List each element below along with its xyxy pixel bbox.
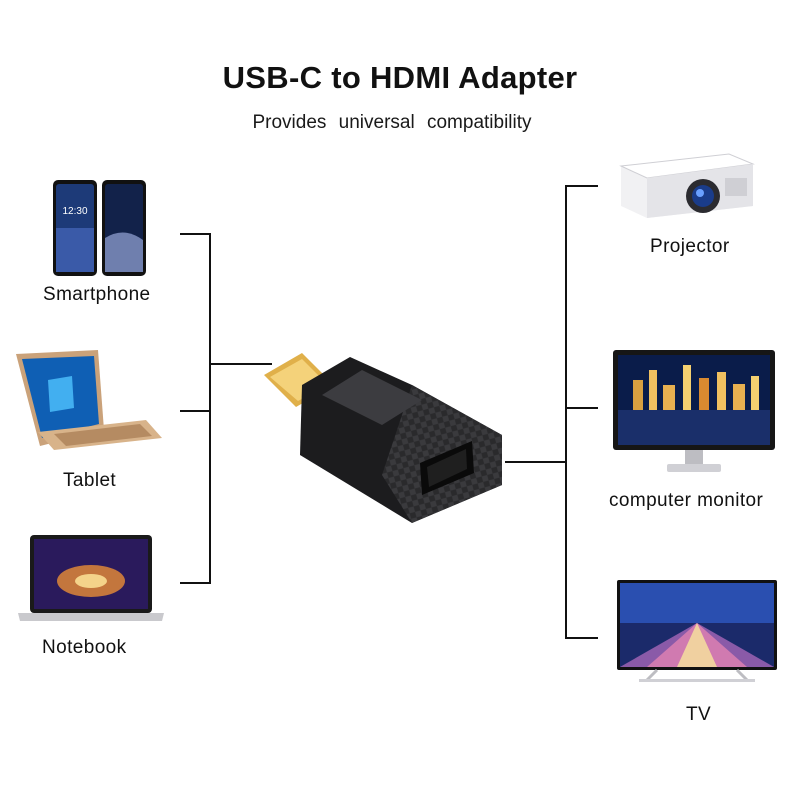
source-label-smartphone: Smartphone (43, 284, 151, 305)
tv-icon (617, 580, 777, 682)
display-label-tv: TV (686, 704, 712, 725)
projector-icon (619, 153, 755, 218)
page-subtitle: Provides universal compatibility (252, 112, 532, 133)
notebook-icon (18, 535, 164, 621)
usb-c-hdmi-adapter-icon (264, 353, 502, 523)
source-label-notebook: Notebook (42, 637, 127, 658)
source-label-tablet: Tablet (63, 470, 117, 491)
display-label-computer-monitor: computer monitor (609, 490, 764, 511)
svg-text:12:30: 12:30 (62, 206, 87, 217)
display-label-projector: Projector (650, 236, 730, 257)
tablet-icon (16, 350, 162, 450)
smartphone-icon: 12:30 (53, 180, 146, 276)
monitor-icon (613, 350, 775, 472)
page-title: USB-C to HDMI Adapter (222, 60, 578, 95)
